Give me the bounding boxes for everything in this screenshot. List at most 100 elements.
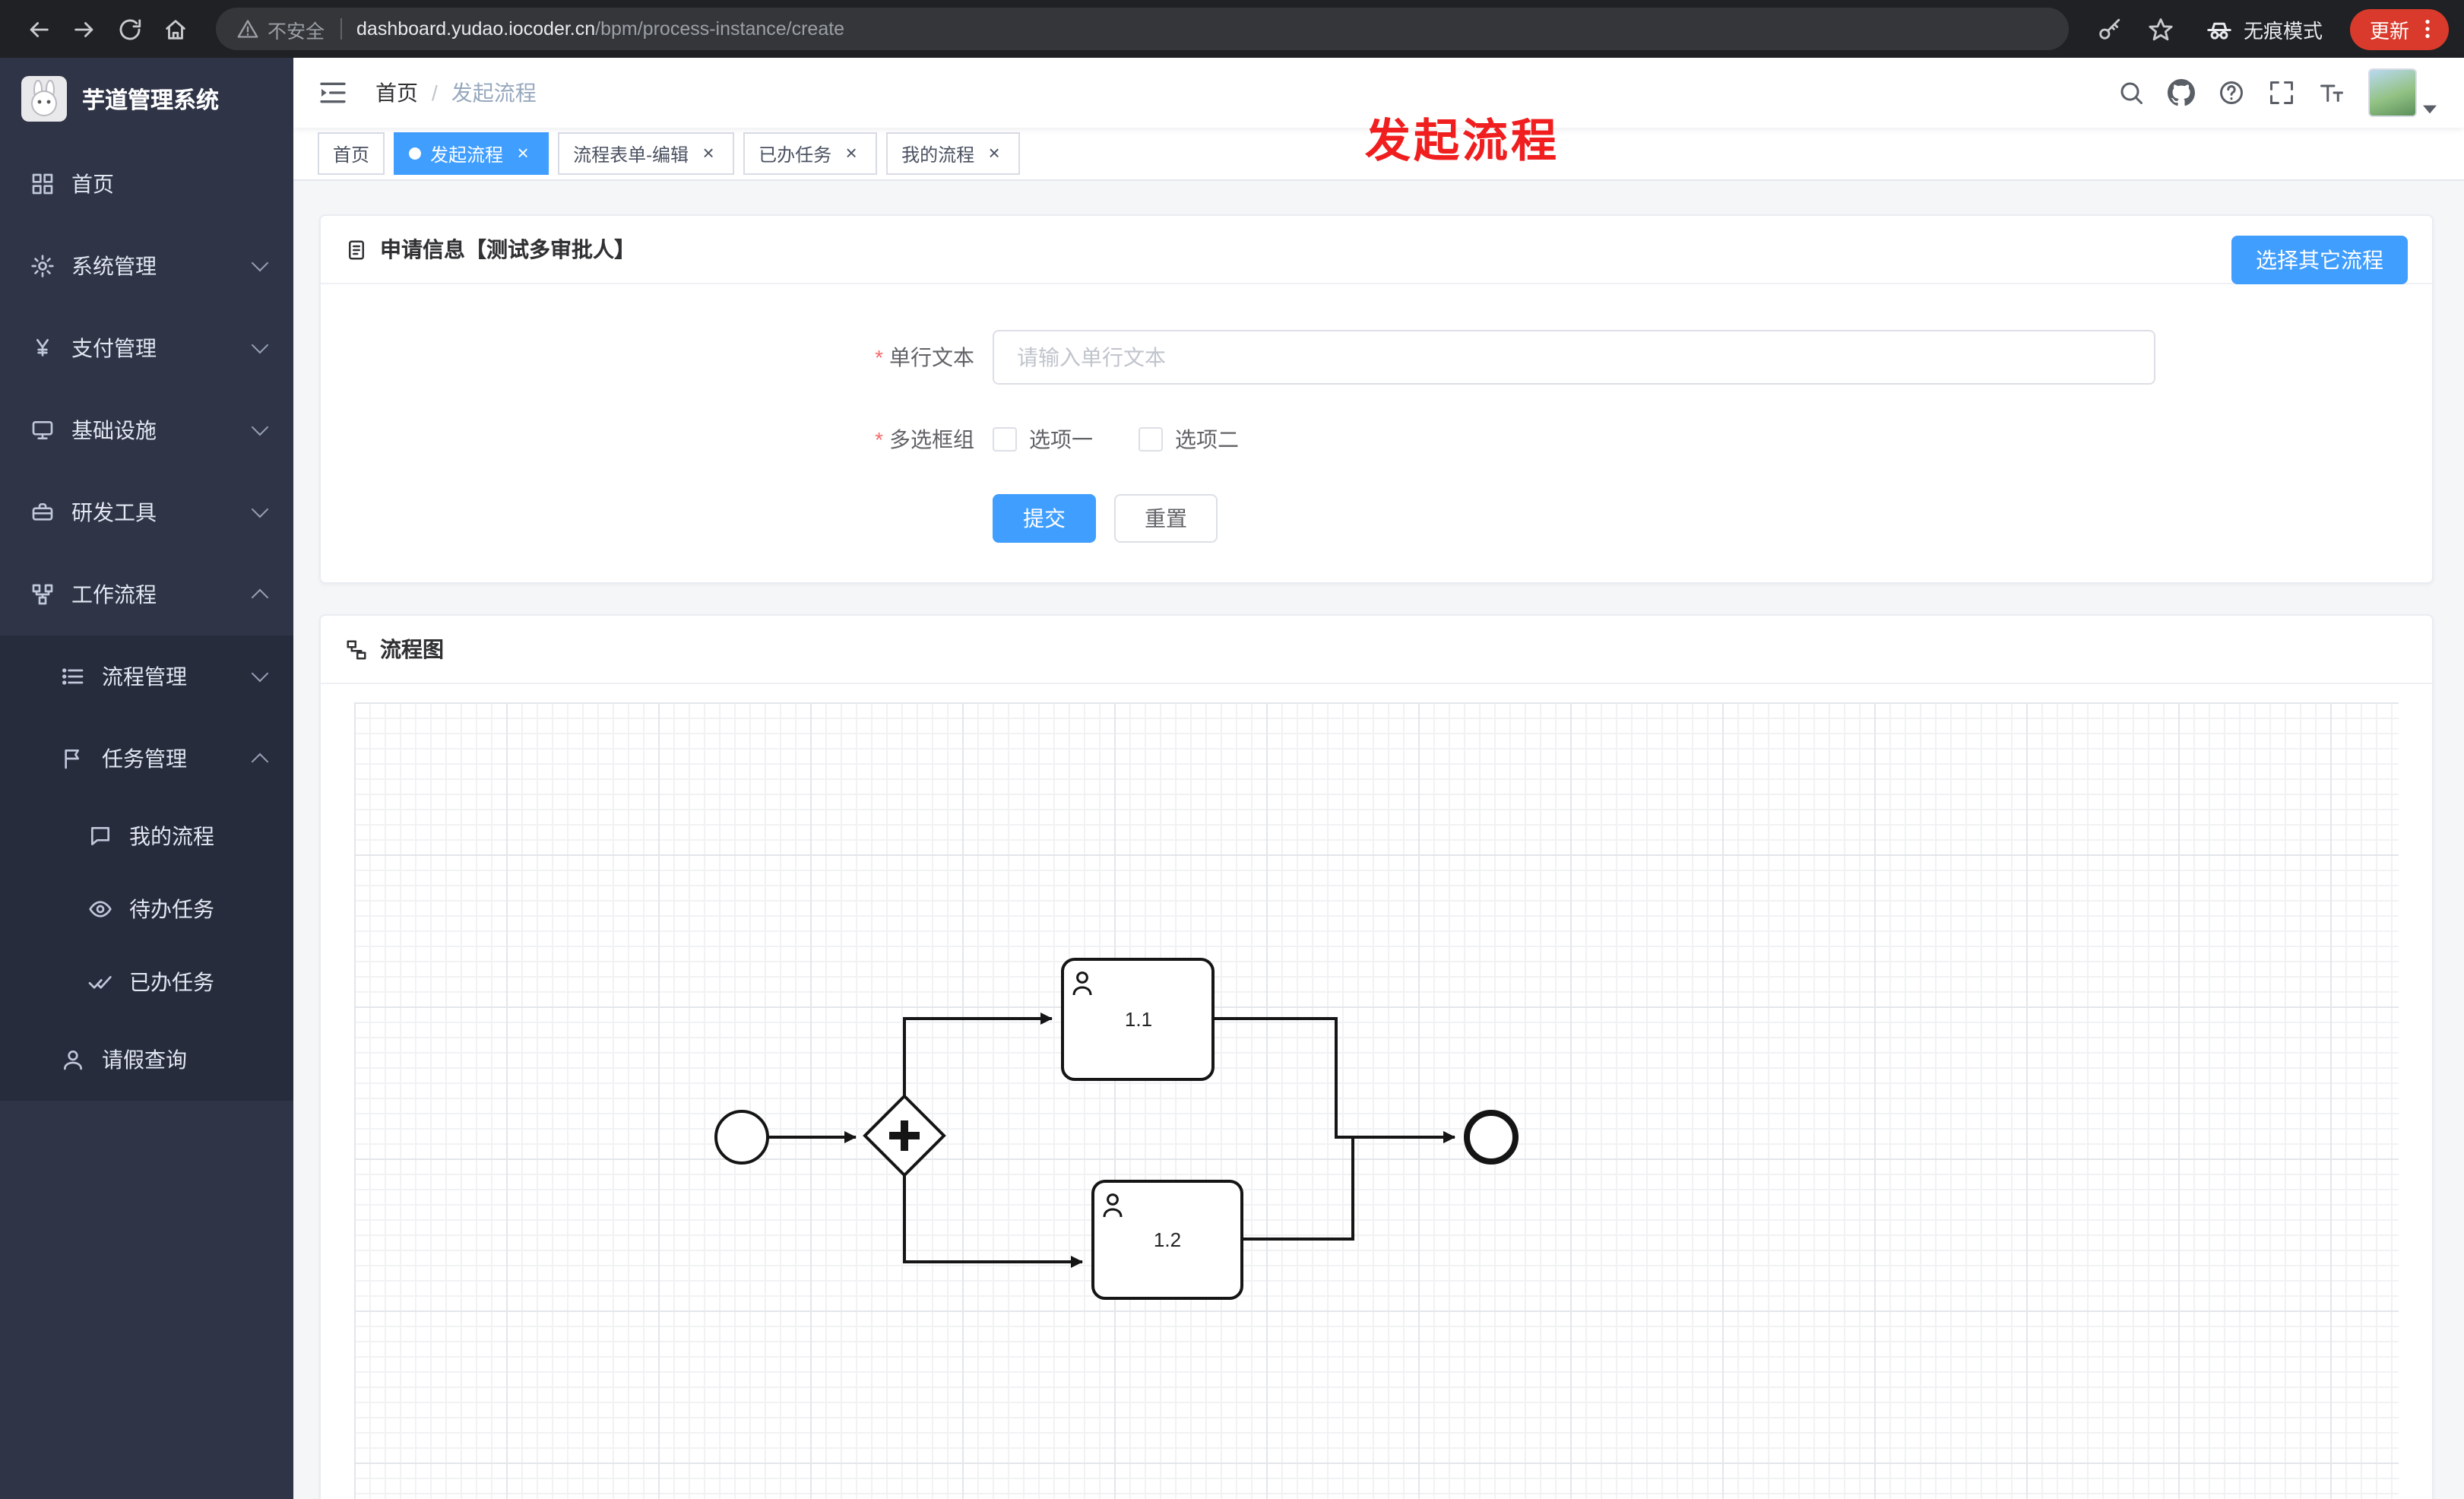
back-icon[interactable]	[15, 6, 61, 52]
tab-close-icon[interactable]: ×	[988, 141, 1000, 164]
flow-task2-to-end	[1242, 1131, 1455, 1241]
reload-icon[interactable]	[106, 6, 152, 52]
diagram-card-title: 流程图	[380, 637, 444, 661]
address-bar[interactable]: 不安全 dashboard.yudao.iocoder.cn/bpm/proce…	[216, 8, 2069, 50]
caret-down-icon	[2423, 105, 2437, 114]
chevron-down-icon	[251, 418, 269, 436]
end-event-node	[1464, 1110, 1519, 1165]
home-icon[interactable]	[152, 6, 198, 52]
bookmark-star-icon[interactable]	[2139, 6, 2184, 52]
sidebar-item-todo-task[interactable]: 待办任务	[0, 873, 293, 946]
browser-chrome: 不安全 dashboard.yudao.iocoder.cn/bpm/proce…	[0, 0, 2464, 58]
start-event-node	[714, 1110, 769, 1165]
field-label: *单行文本	[875, 345, 974, 369]
document-icon	[349, 239, 364, 259]
field-label: *多选框组	[875, 427, 974, 452]
sidebar-item-process-management[interactable]: 流程管理	[0, 635, 293, 718]
url-text: dashboard.yudao.iocoder.cn/bpm/process-i…	[356, 18, 845, 40]
menu-dots-icon[interactable]	[2415, 17, 2440, 41]
workflow-icon	[30, 582, 55, 607]
form-row-text: *单行文本	[321, 330, 2432, 385]
key-icon[interactable]	[2087, 6, 2133, 52]
monitor-icon	[30, 418, 55, 442]
collapse-sidebar-icon[interactable]	[318, 78, 348, 108]
sidebar-item-system[interactable]: 系统管理	[0, 225, 293, 307]
tab-bar: 首页 发起流程 × 流程表单-编辑 × 已办任务 × 我的流程 ×	[293, 128, 2464, 181]
chevron-up-icon	[251, 753, 269, 771]
double-check-icon	[88, 970, 112, 994]
sidebar-item-task-management[interactable]: 任务管理	[0, 718, 293, 800]
form-body: *单行文本 *多选框组 选项一	[321, 284, 2432, 582]
tab-home[interactable]: 首页	[318, 132, 385, 175]
update-button[interactable]: 更新	[2349, 8, 2449, 49]
incognito-icon	[2207, 22, 2231, 40]
warning-icon	[237, 20, 258, 38]
checkbox-option-1[interactable]: 选项一	[993, 424, 1093, 455]
single-line-text-input[interactable]	[993, 330, 2155, 385]
sidebar: 芋道管理系统 首页 系统管理 支付管理	[0, 58, 293, 1499]
logo-avatar	[21, 76, 67, 122]
tab-close-icon[interactable]: ×	[517, 141, 529, 164]
user-task-node-1	[1061, 958, 1215, 1081]
help-icon[interactable]	[2218, 79, 2245, 106]
sidebar-item-leave-query[interactable]: 请假查询	[0, 1019, 293, 1101]
required-mark: *	[875, 427, 883, 452]
dashboard-icon	[30, 172, 55, 196]
diagram-card-header: 流程图	[321, 616, 2432, 684]
tab-done-task[interactable]: 已办任务 ×	[743, 132, 878, 175]
sidebar-item-devtools[interactable]: 研发工具	[0, 471, 293, 553]
tab-my-process[interactable]: 我的流程 ×	[886, 132, 1021, 175]
tab-initiate-process[interactable]: 发起流程 ×	[394, 132, 549, 175]
topbar: 首页 / 发起流程	[293, 58, 2464, 128]
sidebar-item-my-process[interactable]: 我的流程	[0, 800, 293, 873]
user-menu[interactable]	[2368, 68, 2437, 117]
main-area: 首页 / 发起流程 首页	[293, 58, 2464, 1499]
tab-process-form-edit[interactable]: 流程表单-编辑 ×	[558, 132, 735, 175]
chevron-down-icon	[251, 336, 269, 354]
github-icon[interactable]	[2168, 79, 2195, 106]
breadcrumb: 首页 / 发起流程	[375, 78, 537, 108]
sidebar-item-workflow[interactable]: 工作流程	[0, 553, 293, 635]
active-dot	[409, 147, 422, 160]
font-size-icon[interactable]	[2318, 79, 2345, 106]
chevron-down-icon	[251, 664, 269, 683]
bpmn-diagram: 1.1 1.2	[714, 958, 1519, 1300]
tab-close-icon[interactable]: ×	[845, 141, 857, 164]
incognito-badge: 无痕模式	[2190, 14, 2338, 43]
form-card-header: 申请信息【测试多审批人】	[321, 216, 2432, 284]
flag-icon	[61, 746, 85, 771]
yen-icon	[30, 336, 55, 360]
eye-icon	[88, 897, 112, 921]
flow-task1-to-end	[1213, 1017, 1455, 1143]
sidebar-item-home[interactable]: 首页	[0, 143, 293, 225]
sidebar-item-done-task[interactable]: 已办任务	[0, 946, 293, 1019]
form-actions: 提交 重置	[993, 494, 2432, 543]
reset-button[interactable]: 重置	[1114, 494, 1218, 543]
sidebar-item-infrastructure[interactable]: 基础设施	[0, 389, 293, 471]
address-separator	[340, 18, 342, 40]
choose-other-process-button[interactable]: 选择其它流程	[2231, 236, 2408, 284]
checkbox-group: 选项一 选项二	[993, 424, 1239, 455]
checkbox-icon[interactable]	[1139, 427, 1163, 452]
form-row-checkbox: *多选框组 选项一 选项二	[321, 424, 2432, 455]
sidebar-menu: 首页 系统管理 支付管理 基础设施	[0, 143, 293, 1101]
breadcrumb-current: 发起流程	[451, 81, 537, 105]
sidebar-item-payment[interactable]: 支付管理	[0, 307, 293, 389]
avatar[interactable]	[2368, 68, 2417, 117]
breadcrumb-home[interactable]: 首页	[375, 81, 418, 105]
search-icon[interactable]	[2117, 79, 2145, 106]
bpmn-canvas[interactable]: 1.1 1.2	[354, 702, 2399, 1499]
forward-icon[interactable]	[61, 6, 106, 52]
form-card-title: 申请信息【测试多审批人】	[380, 237, 635, 261]
plus-icon	[889, 1120, 920, 1151]
submit-button[interactable]: 提交	[993, 494, 1096, 543]
tab-close-icon[interactable]: ×	[702, 141, 714, 164]
chevron-down-icon	[251, 500, 269, 518]
task-label: 1.1	[1125, 1008, 1152, 1031]
person-icon	[61, 1047, 85, 1072]
checkbox-icon[interactable]	[993, 427, 1017, 452]
checkbox-option-2[interactable]: 选项二	[1139, 424, 1239, 455]
user-icon	[1103, 1193, 1123, 1218]
fullscreen-icon[interactable]	[2268, 79, 2295, 106]
